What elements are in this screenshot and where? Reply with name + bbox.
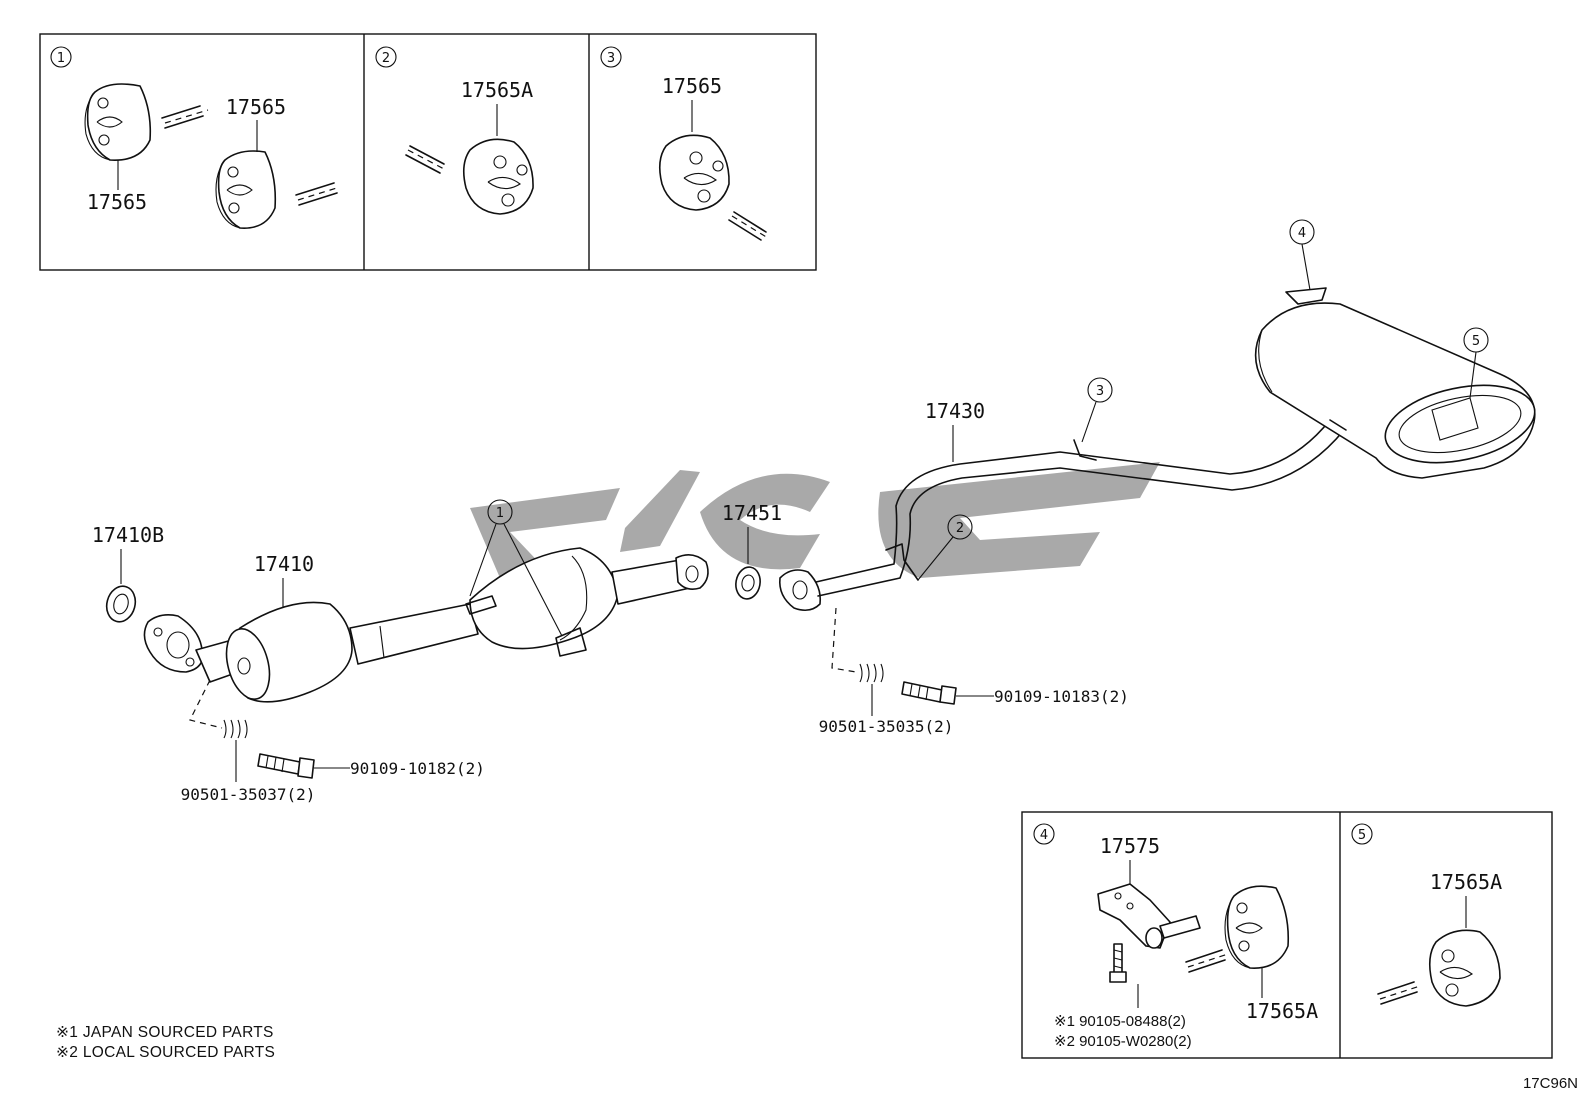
part-label-17565-bottom: 17565 [87, 190, 147, 214]
panel-number-4: 4 [1040, 828, 1048, 843]
hanger-pin-icon [1185, 949, 1229, 973]
panel-number-1: 1 [57, 51, 65, 66]
part-label-17410: 17410 [254, 552, 314, 576]
top-inset-frame [39, 33, 817, 271]
inset-panel-4: 4 17575 17565A ※1 90105-084 [1033, 823, 1318, 1050]
top-inset-panels [39, 33, 817, 271]
part-label-90501-35037: 90501-35037(2) [181, 785, 316, 804]
part-label-17451: 17451 [722, 501, 782, 525]
part-label-90109-10182: 90109-10182(2) [350, 759, 485, 778]
part-label-90501-35035: 90501-35035(2) [819, 717, 954, 736]
note-japan-sourced: ※1 JAPAN SOURCED PARTS [56, 1024, 274, 1041]
bracket-icon [1097, 883, 1201, 949]
callout-4-number: 4 [1298, 226, 1306, 241]
rubber-hanger-icon [658, 134, 730, 211]
callout-5-number: 5 [1472, 334, 1480, 349]
panel-number-badge-5 [1351, 823, 1373, 845]
hanger-pin-icon [405, 145, 447, 174]
part-label-17565-top: 17565 [226, 95, 286, 119]
panel-number-5: 5 [1358, 828, 1366, 843]
rubber-hanger-icon [1224, 885, 1290, 969]
callout-4: 4 [1289, 219, 1315, 291]
hanger-pin-icon [1377, 981, 1421, 1005]
callout-2: 2 [917, 514, 973, 581]
front-pipe-17410: 17410 [143, 547, 709, 703]
bolt-note-1: ※1 90105-08488(2) [1054, 1013, 1186, 1030]
rubber-hanger-icon [84, 83, 152, 161]
panel-number-badge-1 [50, 46, 72, 68]
inset-panel-5: 5 17565A [1351, 823, 1502, 1007]
part-label-90109-10183: 90109-10183(2) [994, 687, 1129, 706]
spring-icon [223, 719, 248, 739]
diagram-code: 17C96N [1523, 1075, 1578, 1092]
panel-number-2: 2 [382, 51, 390, 66]
part-label-17565A-p4: 17565A [1246, 999, 1318, 1023]
hanger-pin-icon [295, 182, 341, 206]
inset-panel-2: 2 17565A [375, 46, 534, 215]
front-gasket-17410B: 17410B [92, 523, 164, 623]
note-local-sourced: ※2 LOCAL SOURCED PARTS [56, 1044, 275, 1061]
bolt-note-2: ※2 90105-W0280(2) [1054, 1033, 1192, 1050]
bottom-inset-frame [1021, 811, 1553, 1059]
part-label-17565: 17565 [662, 74, 722, 98]
hanger-pin-icon [161, 105, 209, 129]
bolt-icon [257, 753, 315, 779]
callout-2-number: 2 [956, 521, 964, 536]
inset-panel-1: 1 17565 17565 [50, 46, 341, 229]
hanger-pin-icon [728, 211, 769, 241]
part-label-17565A: 17565A [461, 78, 533, 102]
panel-number-3: 3 [607, 51, 615, 66]
part-label-17430: 17430 [925, 399, 985, 423]
callout-3-number: 3 [1096, 384, 1104, 399]
panel-number-badge-2 [375, 46, 397, 68]
tail-pipe-17430: 17430 [778, 287, 1536, 612]
rear-bolt-spring-set: 90501-35035(2) 90109-10183(2) [819, 607, 1129, 736]
inset-panel-3: 3 17565 [600, 46, 769, 241]
front-bolt-spring-set: 90501-35037(2) 90109-10182(2) [181, 679, 485, 804]
part-label-17565A-p5: 17565A [1430, 870, 1502, 894]
middle-gasket-17451: 17451 [722, 501, 782, 600]
panel-number-badge-4 [1033, 823, 1055, 845]
rubber-hanger-icon [462, 138, 534, 215]
callout-3: 3 [1081, 377, 1113, 443]
spring-icon [859, 663, 884, 683]
bolt-icon [1109, 943, 1127, 983]
bottom-inset-panels [1021, 811, 1553, 1059]
part-label-17410B: 17410B [92, 523, 164, 547]
callout-1-number: 1 [496, 506, 504, 521]
rubber-hanger-icon [215, 150, 277, 229]
part-label-17575: 17575 [1100, 834, 1160, 858]
callout-5: 5 [1463, 327, 1489, 399]
rubber-hanger-icon [1428, 929, 1501, 1007]
panel-number-badge-3 [600, 46, 622, 68]
callout-1: 1 [469, 499, 563, 637]
bolt-icon [901, 681, 957, 705]
watermark-logo [470, 462, 1160, 578]
